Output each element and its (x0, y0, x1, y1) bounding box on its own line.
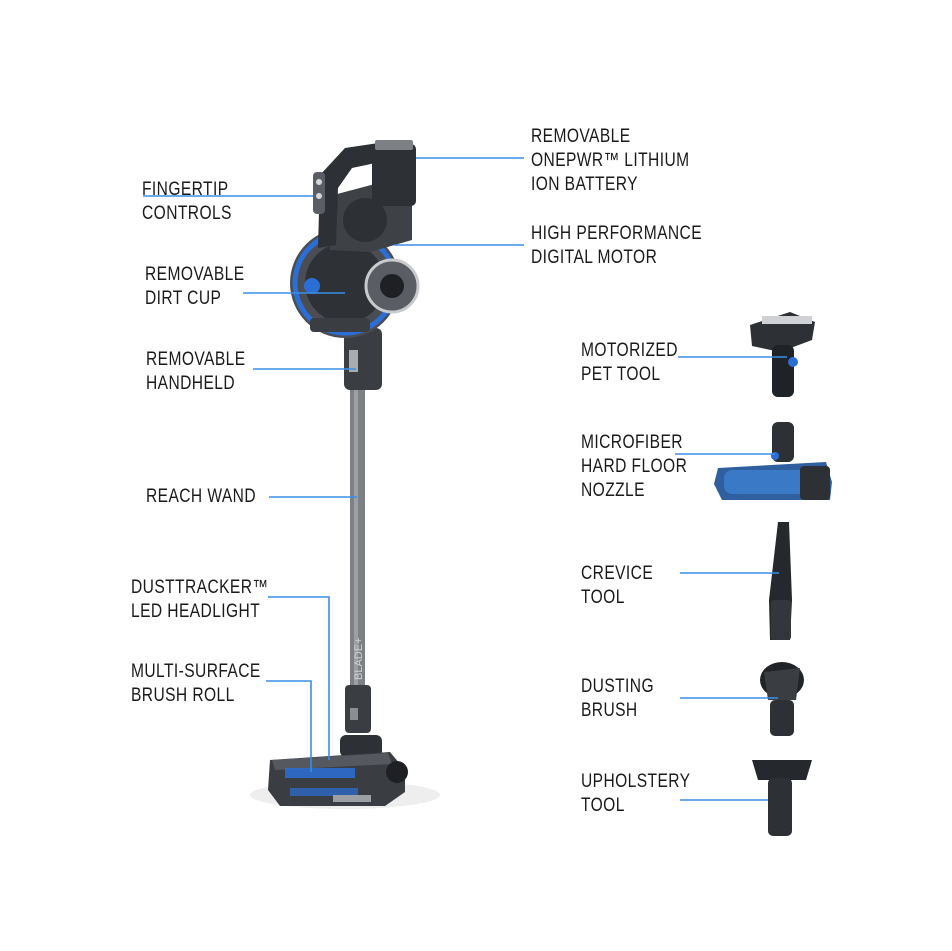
wand-brand-text: BLADE+ (353, 638, 365, 681)
brand-logo-dot (304, 278, 320, 294)
label-reach-wand: REACH WAND (146, 486, 256, 507)
handle (318, 142, 390, 248)
control-button-power (316, 179, 322, 185)
floor-head-wheel (386, 761, 408, 783)
battery-top (375, 140, 413, 150)
dirt-cup-base (310, 318, 370, 332)
brush-roll-window (285, 768, 355, 778)
handheld-release-button (349, 350, 358, 372)
leader-dusttracker (268, 596, 330, 760)
wand-highlight (354, 385, 358, 690)
cyclone-core (380, 274, 404, 298)
control-button-mode (316, 193, 322, 199)
battery-pack (372, 144, 416, 206)
accessory-hard-floor-nozzle (714, 422, 832, 500)
accessory-pet-tool (750, 312, 815, 397)
accessory-dusting-brush (760, 662, 804, 736)
accessory-crevice-tool (769, 522, 792, 640)
accessory-upholstery-tool (752, 760, 812, 836)
handheld-collar (344, 328, 382, 390)
floor-head-badge (333, 795, 371, 802)
brush-roll-window-lower (290, 788, 358, 796)
swivel-neck (340, 735, 382, 757)
floor-head-top (272, 753, 392, 770)
dirt-cup-inner (305, 243, 385, 323)
motor-cap (343, 198, 387, 242)
wand-lower-button (350, 708, 358, 720)
leader-brushroll (266, 680, 312, 772)
